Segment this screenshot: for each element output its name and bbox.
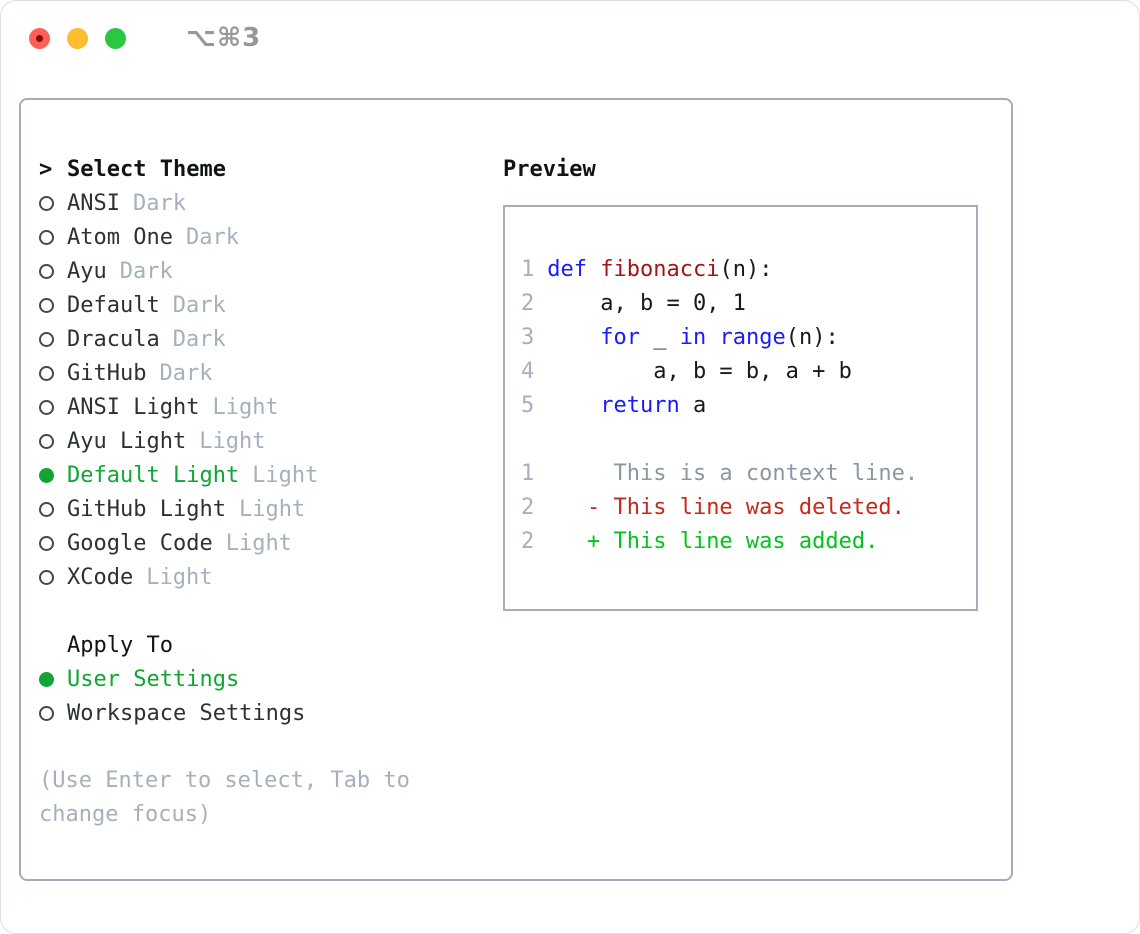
- option-label: User Settings: [67, 666, 240, 692]
- radio-unselected-icon: [39, 229, 54, 245]
- code-line: 4 a, b = b, a + b: [521, 355, 976, 389]
- option-variant-label: Dark: [132, 190, 186, 216]
- spacer: [39, 730, 503, 764]
- code-line: 3 for _ in range(n):: [521, 321, 976, 355]
- radio-unselected-icon: [39, 501, 54, 517]
- option-variant-label: Light: [252, 462, 319, 488]
- option-variant-label: Dark: [119, 258, 173, 284]
- keyboard-shortcut-label: ⌥⌘3: [186, 23, 262, 53]
- line-number: 2: [521, 291, 535, 316]
- select-theme-header: > Select Theme: [39, 152, 503, 186]
- option-label: Atom One: [67, 224, 173, 250]
- apply-to-header: Apply To: [39, 628, 503, 662]
- option-label: Dracula: [67, 326, 160, 352]
- option-label: GitHub: [67, 360, 147, 386]
- option-variant-label: Dark: [159, 360, 213, 386]
- option-label: Google Code: [67, 530, 213, 556]
- option-label: Workspace Settings: [67, 700, 306, 726]
- preview-title: Preview: [503, 156, 596, 182]
- radio-unselected-icon: [39, 569, 54, 585]
- window-titlebar: ⌥⌘3: [29, 23, 261, 53]
- help-text: (Use Enter to select, Tab to change focu…: [39, 764, 503, 832]
- blank-line: [521, 423, 976, 457]
- spacer: [39, 594, 503, 628]
- theme-option[interactable]: GitHub Light Light: [39, 492, 503, 526]
- option-variant-label: Dark: [185, 224, 239, 250]
- radio-unselected-icon: [39, 297, 54, 313]
- option-variant-label: Light: [238, 496, 306, 522]
- select-theme-title: Select Theme: [67, 156, 226, 182]
- theme-option[interactable]: Ayu Dark: [39, 254, 503, 288]
- radio-unselected-icon: [39, 365, 54, 381]
- code-line: 5 return a: [521, 389, 976, 423]
- theme-option[interactable]: Atom One Dark: [39, 220, 503, 254]
- prompt-caret-icon: >: [39, 156, 53, 182]
- option-label: ANSI Light: [67, 394, 200, 420]
- diff-line: 2 + This line was added.: [521, 525, 976, 559]
- line-number: 1: [521, 257, 535, 282]
- diff-line: 1 This is a context line.: [521, 457, 976, 491]
- code-line: 2 a, b = 0, 1: [521, 287, 976, 321]
- option-variant-label: Dark: [172, 326, 226, 352]
- option-variant-label: Dark: [172, 292, 226, 318]
- option-label: GitHub Light: [67, 496, 226, 522]
- theme-option[interactable]: ANSI Light Light: [39, 390, 503, 424]
- radio-selected-icon: [39, 671, 54, 687]
- line-number: 3: [521, 325, 535, 350]
- option-label: XCode: [67, 564, 134, 590]
- option-variant-label: Light: [146, 564, 213, 590]
- radio-unselected-icon: [39, 195, 54, 211]
- radio-unselected-icon: [39, 433, 54, 449]
- radio-unselected-icon: [39, 331, 54, 347]
- option-variant-label: Light: [212, 394, 279, 420]
- radio-unselected-icon: [39, 705, 54, 721]
- radio-unselected-icon: [39, 263, 54, 279]
- radio-selected-icon: [39, 467, 54, 483]
- option-label: Ayu: [67, 258, 107, 284]
- zoom-button[interactable]: [105, 27, 126, 49]
- close-dot-icon: [36, 34, 43, 42]
- theme-option[interactable]: XCode Light: [39, 560, 503, 594]
- option-variant-label: Light: [199, 428, 266, 454]
- preview-header: Preview: [503, 152, 984, 186]
- line-number: 5: [521, 393, 535, 418]
- option-variant-label: Light: [225, 530, 292, 556]
- minimize-button[interactable]: [67, 27, 88, 49]
- option-label: Ayu Light: [67, 428, 187, 454]
- line-number: 2: [521, 495, 535, 520]
- line-number: 2: [521, 529, 535, 554]
- theme-option[interactable]: GitHub Dark: [39, 356, 503, 390]
- option-label: Default Light: [67, 462, 240, 488]
- theme-option[interactable]: Ayu Light Light: [39, 424, 503, 458]
- apply-to-option[interactable]: Workspace Settings: [39, 696, 503, 730]
- line-number: 1: [521, 461, 535, 486]
- option-label: ANSI: [67, 190, 120, 216]
- line-number: 4: [521, 359, 535, 384]
- radio-unselected-icon: [39, 399, 54, 415]
- theme-option[interactable]: Default Dark: [39, 288, 503, 322]
- help-line-2: change focus): [39, 802, 212, 827]
- theme-option[interactable]: Google Code Light: [39, 526, 503, 560]
- diff-preview: 1 This is a context line.2 - This line w…: [521, 457, 976, 559]
- radio-unselected-icon: [39, 535, 54, 551]
- option-label: Default: [67, 292, 160, 318]
- close-button[interactable]: [29, 27, 50, 49]
- apply-to-option[interactable]: User Settings: [39, 662, 503, 696]
- apply-to-title: Apply To: [67, 632, 173, 658]
- theme-option[interactable]: Default Light Light: [39, 458, 503, 492]
- theme-option[interactable]: Dracula Dark: [39, 322, 503, 356]
- help-line-1: (Use Enter to select, Tab to: [39, 768, 410, 793]
- theme-option[interactable]: ANSI Dark: [39, 186, 503, 220]
- diff-line: 2 - This line was deleted.: [521, 491, 976, 525]
